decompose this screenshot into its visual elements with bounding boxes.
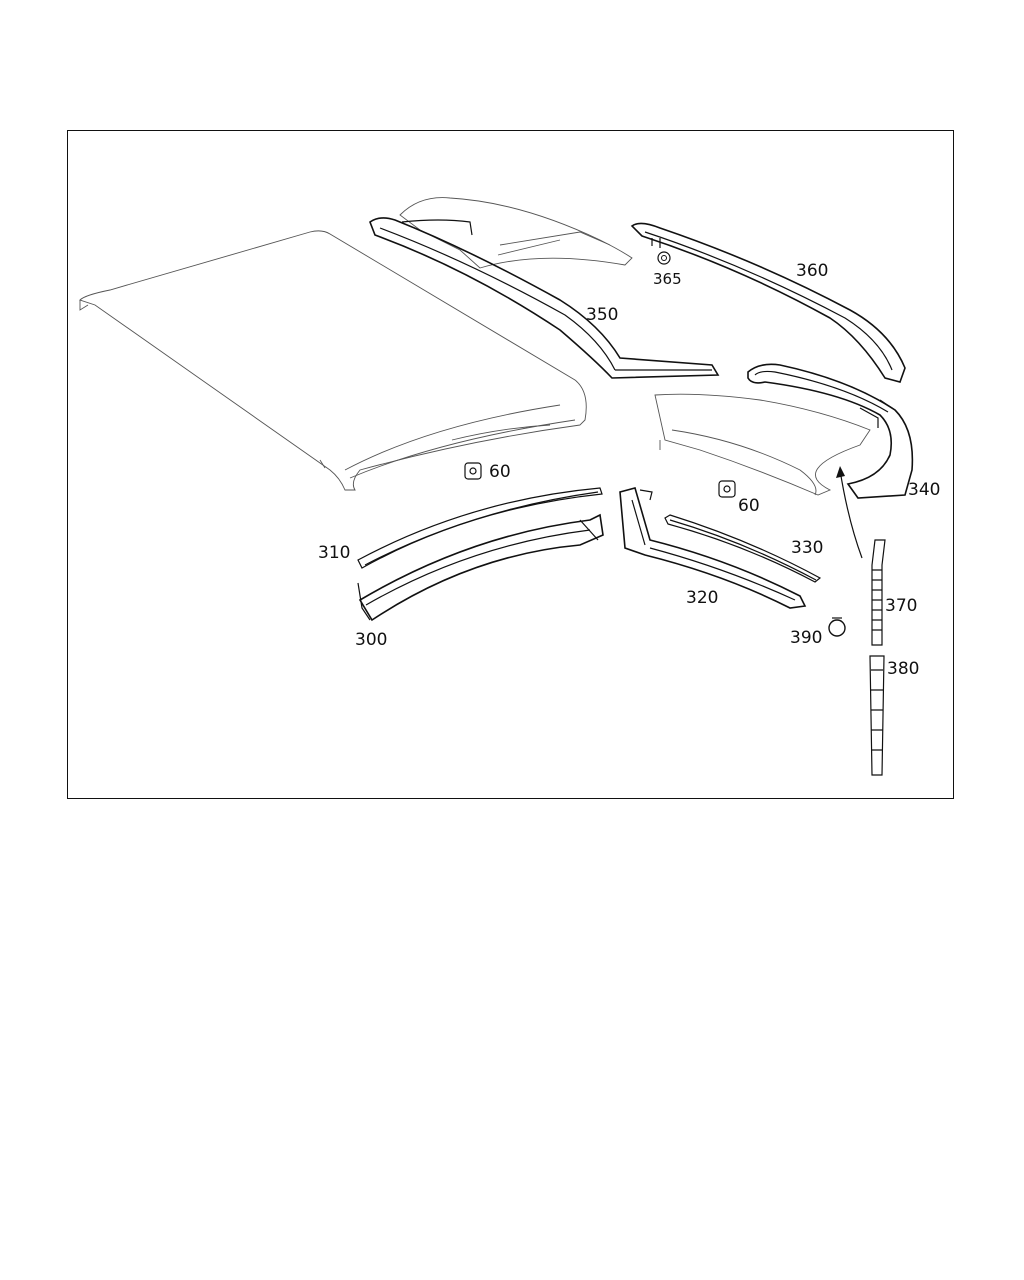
label-60-left: 60 <box>489 462 511 482</box>
label-365: 365 <box>653 270 682 288</box>
clip-365 <box>657 251 671 265</box>
seal-310 <box>357 487 603 569</box>
seal-320 <box>619 487 807 609</box>
clip-60-right <box>718 480 736 498</box>
drain-tube-380 <box>869 655 885 776</box>
label-320: 320 <box>686 588 718 608</box>
label-360: 360 <box>796 261 828 281</box>
label-350: 350 <box>586 305 618 325</box>
diagram-frame <box>67 130 954 799</box>
clip-60-left <box>464 462 482 480</box>
label-60-right: 60 <box>738 496 760 516</box>
direction-arrow <box>836 466 863 559</box>
side-panel-outline <box>654 393 871 496</box>
label-330: 330 <box>791 538 823 558</box>
rear-window-frame-outline <box>399 197 633 269</box>
roof-panel-outline <box>79 230 587 491</box>
seal-300 <box>357 513 604 622</box>
label-310: 310 <box>318 543 350 563</box>
drain-tube-370 <box>871 539 886 646</box>
label-370: 370 <box>885 596 917 616</box>
clamp-390 <box>828 617 846 637</box>
seal-340 <box>747 363 914 499</box>
label-390: 390 <box>790 628 822 648</box>
seal-360 <box>630 222 906 383</box>
seal-330 <box>664 514 822 583</box>
label-300: 300 <box>355 630 387 650</box>
label-380: 380 <box>887 659 919 679</box>
seal-350 <box>369 217 720 379</box>
label-340: 340 <box>908 480 940 500</box>
